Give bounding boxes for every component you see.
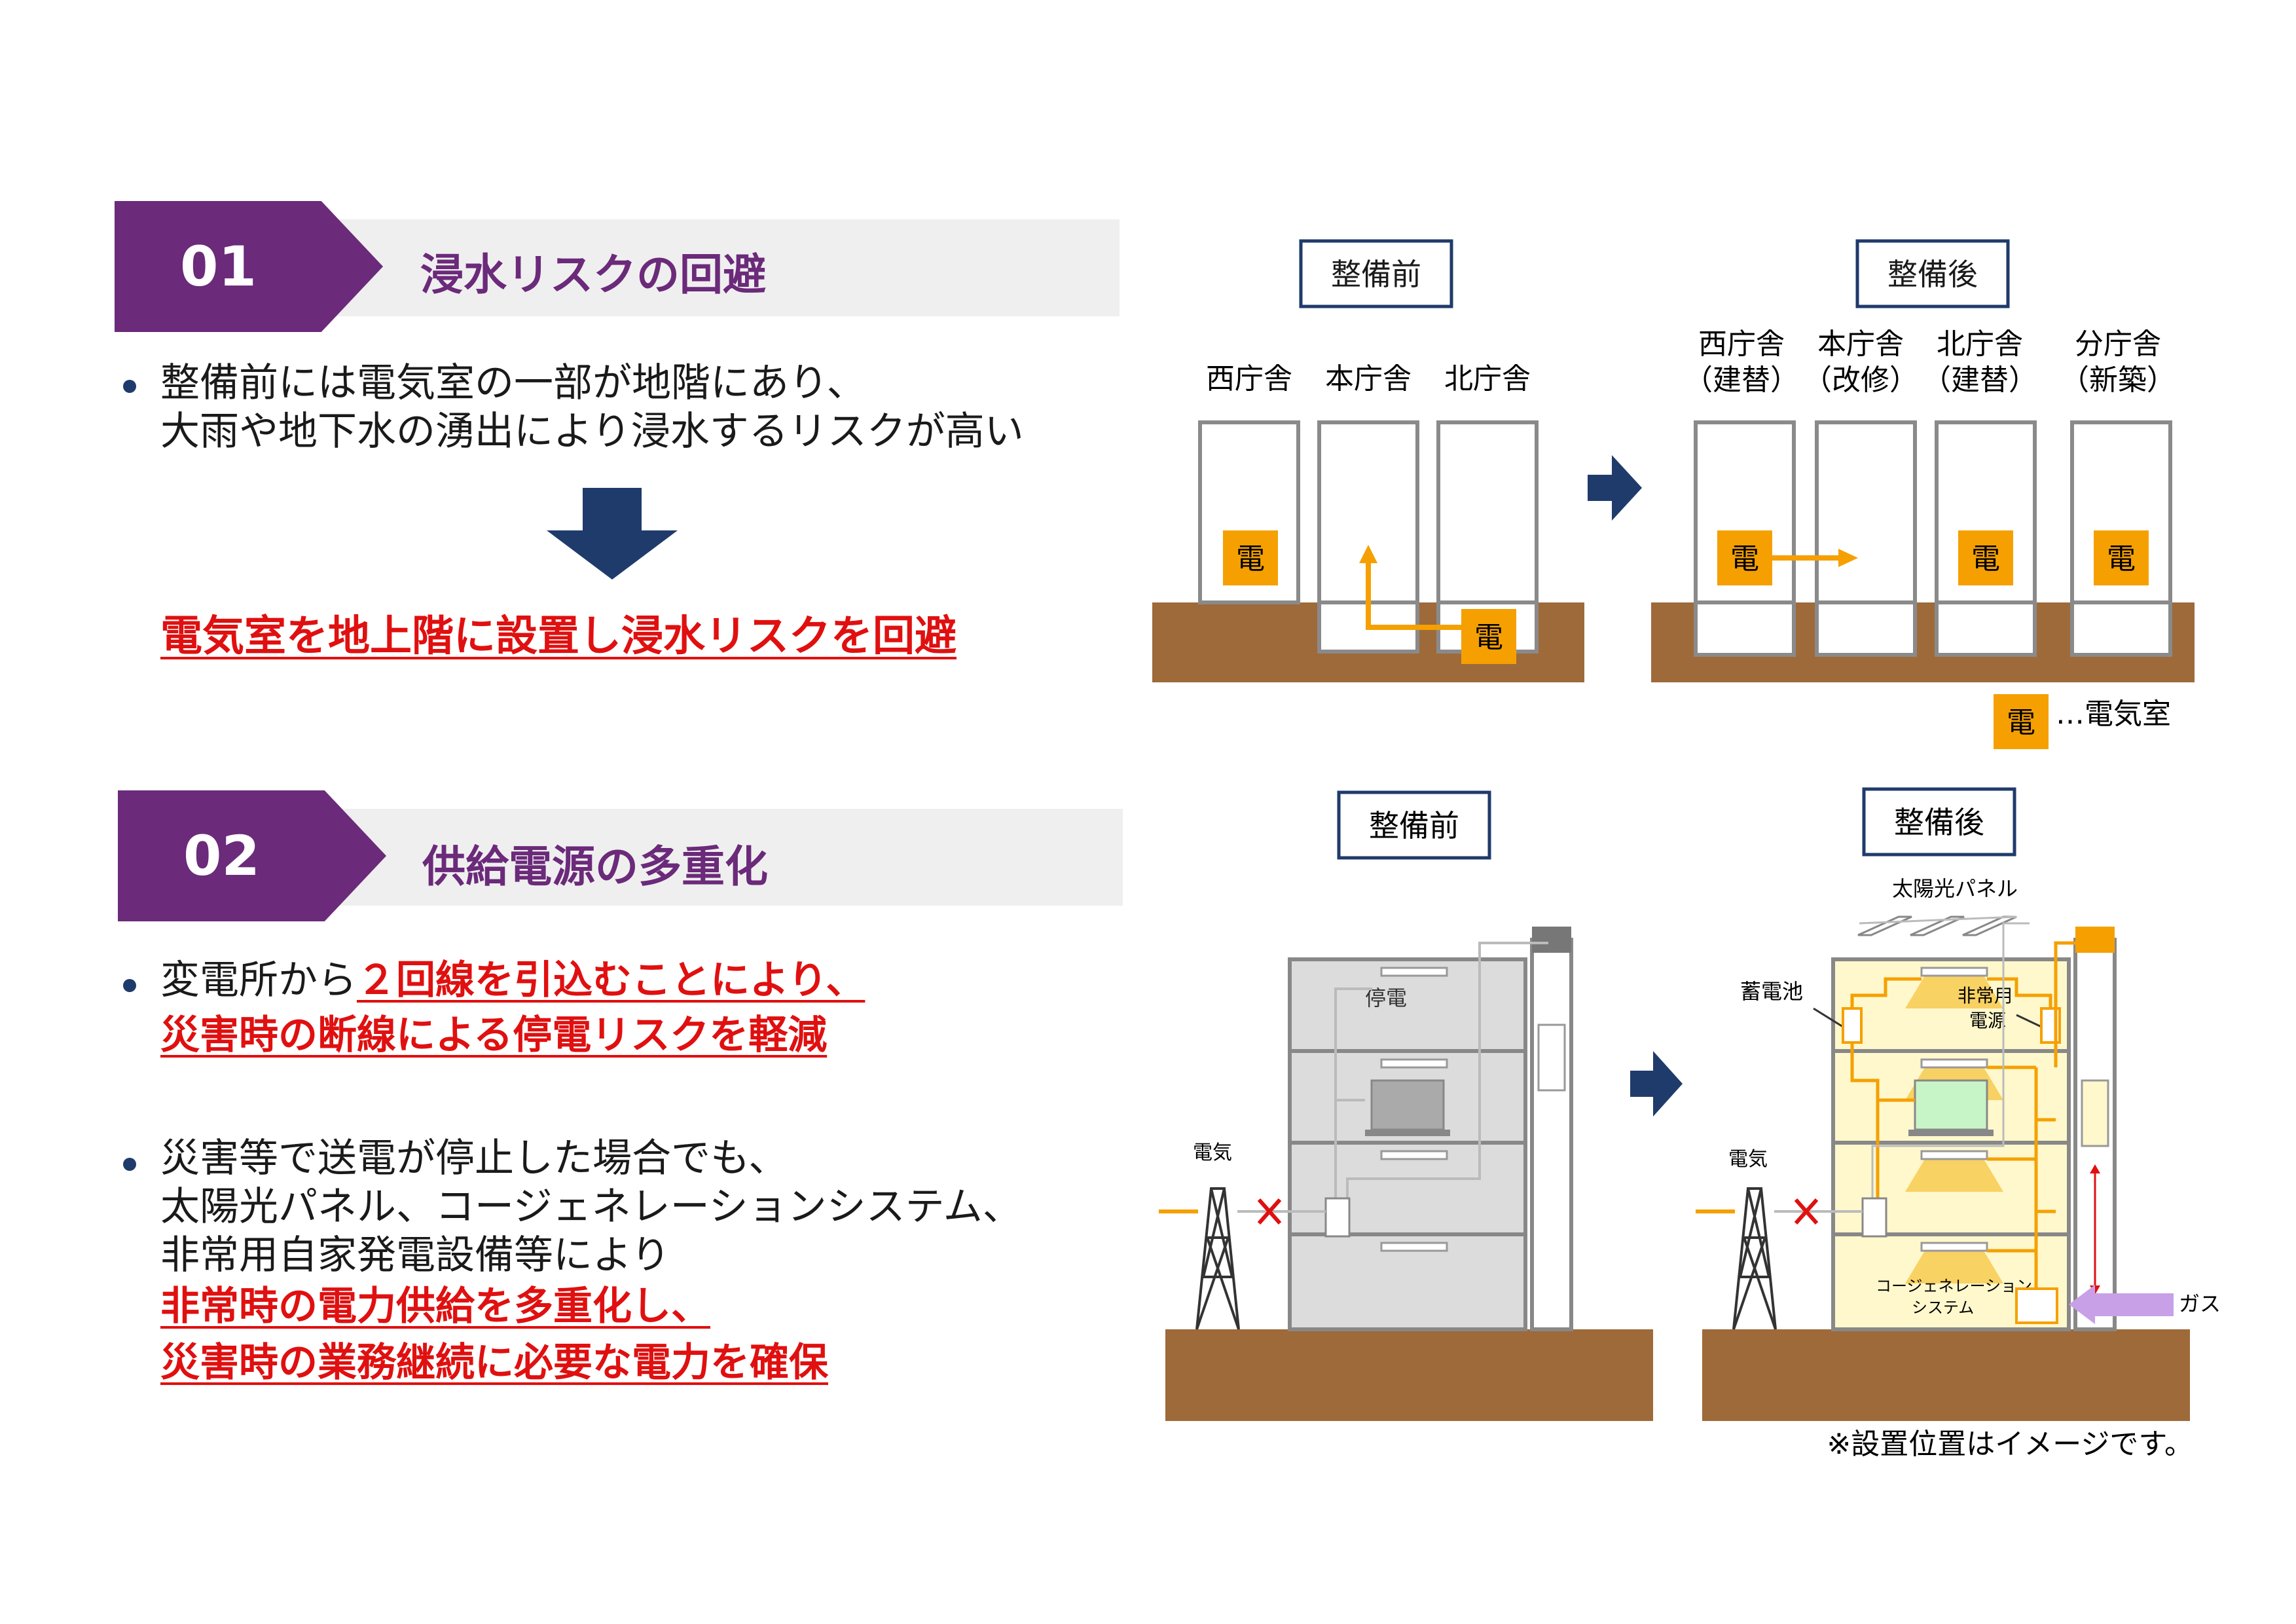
diagram2-after-label-box (1862, 787, 2016, 857)
after-building-note-annex: （新築） (2060, 363, 2176, 397)
after-building-note-main: （改修） (1803, 363, 1918, 397)
d2-solar-label: 太陽光パネル (1892, 876, 2018, 901)
diagram1-right-arrow-icon (1588, 455, 1642, 521)
before-denki-basement-label: 電 (1474, 621, 1503, 654)
after-denki-north-label: 電 (1971, 542, 2000, 576)
section2-bullet2-red1: 非常時の電力供給を多重化し、 (160, 1283, 710, 1329)
after-denki-west-label: 電 (1730, 542, 1759, 576)
d2-battery-icon (1842, 1007, 1863, 1044)
section2-bullet1: 変電所から２回線を引込むことにより、 災害時の断線による停電リスクを軽減 (160, 956, 865, 1060)
d2-gas-label: ガス (2179, 1291, 2221, 1316)
d2-before-shaft (1530, 938, 1573, 1331)
before-denki-room-west (1223, 530, 1278, 585)
before-building-west (1198, 420, 1300, 604)
d2-gas-arrow-icon (2069, 1285, 2174, 1324)
diagram2-right-arrow-icon (1630, 1051, 1683, 1116)
section1-bullet-line2: 大雨や地下水の湧出により浸水するリスクが高い (160, 409, 1024, 454)
d2-before-cut-mark-icon (1257, 1198, 1282, 1225)
diagram1-after-label: 整備後 (1887, 257, 1978, 292)
legend-denki-label: 電 (2007, 706, 2035, 739)
section1-bullet-dot (123, 380, 136, 393)
d2-after-cut-mark-icon (1794, 1198, 1819, 1225)
after-denki-room-north (1958, 530, 2013, 585)
after-denki-room-annex (2094, 530, 2149, 585)
after-building-name-north: 北庁舎 (1937, 327, 2023, 361)
d2-before-transmission-tower-icon (1195, 1187, 1240, 1330)
d2-battery-label: 蓄電池 (1740, 979, 1803, 1004)
after-building-note-north: （建替） (1922, 363, 2037, 397)
diagram1-before-label: 整備前 (1331, 257, 1421, 292)
d2-after-transmission-tower-icon (1732, 1187, 1777, 1330)
section1-bullet: 整備前には電気室の一部が地階にあり、 大雨や地下水の湧出により浸水するリスクが高… (160, 359, 1024, 456)
after-building-name-annex: 分庁舎 (2075, 327, 2161, 361)
d2-before-denki: 電気 (1193, 1141, 1232, 1164)
section2-bullet2-dot (123, 1158, 136, 1171)
section2-number: 02 (118, 790, 386, 921)
section1-number: 01 (115, 201, 383, 332)
section2-title: 供給電源の多重化 (422, 841, 768, 892)
section2-bullet1-plain: 変電所から (160, 957, 357, 1003)
d2-emergency-line2: 電源 (1969, 1010, 2006, 1031)
diagram2-after-label: 整備後 (1894, 805, 1984, 840)
legend-denki-box (1994, 694, 2049, 749)
after-denki-room-west (1717, 530, 1772, 585)
after-building-name-main: 本庁舎 (1817, 327, 1904, 361)
d2-before-teiden: 停電 (1365, 986, 1407, 1010)
d2-after-ground (1702, 1329, 2190, 1421)
after-building-name-west: 西庁舎 (1698, 327, 1785, 361)
diagram1-before-label-box (1299, 239, 1453, 308)
after-building-note-west: （建替） (1684, 363, 1799, 397)
section2-bullet1-red1: ２回線を引込むことにより、 (357, 957, 866, 1003)
diagram2-before-label: 整備前 (1369, 808, 1459, 843)
section2-bullet2-line1: 災害等で送電が停止した場合でも、 (160, 1135, 788, 1181)
d2-before-computer-icon (1370, 1079, 1445, 1131)
before-cable-path (1366, 560, 1461, 630)
d2-cogen-line1: コージェネレーション (1876, 1277, 2032, 1295)
d2-after-denki: 電気 (1728, 1148, 1768, 1171)
section2-bullet2-line2: 太陽光パネル、コージェネレーションシステム、 (160, 1184, 1022, 1230)
section1-title: 浸水リスクの回避 (420, 249, 766, 300)
d2-cogen-line2: システム (1912, 1299, 1974, 1317)
flood-risk-diagram: 整備前 整備後 西庁舎 本庁舎 北庁舎 電 電 西庁舎 （建替） 本庁舎 （改修… (1152, 239, 2195, 749)
before-denki-room-basement (1461, 609, 1516, 664)
before-building-name-west: 西庁舎 (1206, 362, 1292, 396)
section2-bullet1-dot (123, 979, 136, 992)
before-building-name-north: 北庁舎 (1444, 362, 1531, 396)
section2-bullet2-red2: 災害時の業務継続に必要な電力を確保 (160, 1340, 828, 1386)
section1-bullet-line1: 整備前には電気室の一部が地階にあり、 (160, 360, 866, 406)
power-supply-diagram: 整備前 整備後 停電 電気 (1159, 787, 2221, 1461)
diagram1-after-label-box (1855, 239, 2010, 308)
before-building-name-main: 本庁舎 (1325, 362, 1412, 396)
section2-bullet2-line3: 非常用自家発電設備等により (160, 1232, 670, 1278)
after-denki-annex-label: 電 (2107, 542, 2136, 576)
section1-conclusion: 電気室を地上階に設置し浸水リスクを回避 (160, 612, 957, 661)
legend-text: …電気室 (2056, 697, 2171, 731)
after-building-main (1815, 420, 1917, 657)
d2-cogen-unit-icon (2015, 1287, 2058, 1324)
section2-bullet2: 災害等で送電が停止した場合でも、 太陽光パネル、コージェネレーションシステム、 … (160, 1134, 1022, 1387)
down-arrow-icon (547, 488, 678, 580)
diagram2-before-label-box (1337, 790, 1491, 860)
d2-after-computer-icon (1914, 1079, 1988, 1131)
before-denki-west-label: 電 (1236, 542, 1265, 576)
d2-footnote: ※設置位置はイメージです。 (1827, 1428, 2193, 1461)
section2-bullet1-red2: 災害時の断線による停電リスクを軽減 (160, 1012, 828, 1058)
d2-before-ground (1165, 1329, 1653, 1421)
